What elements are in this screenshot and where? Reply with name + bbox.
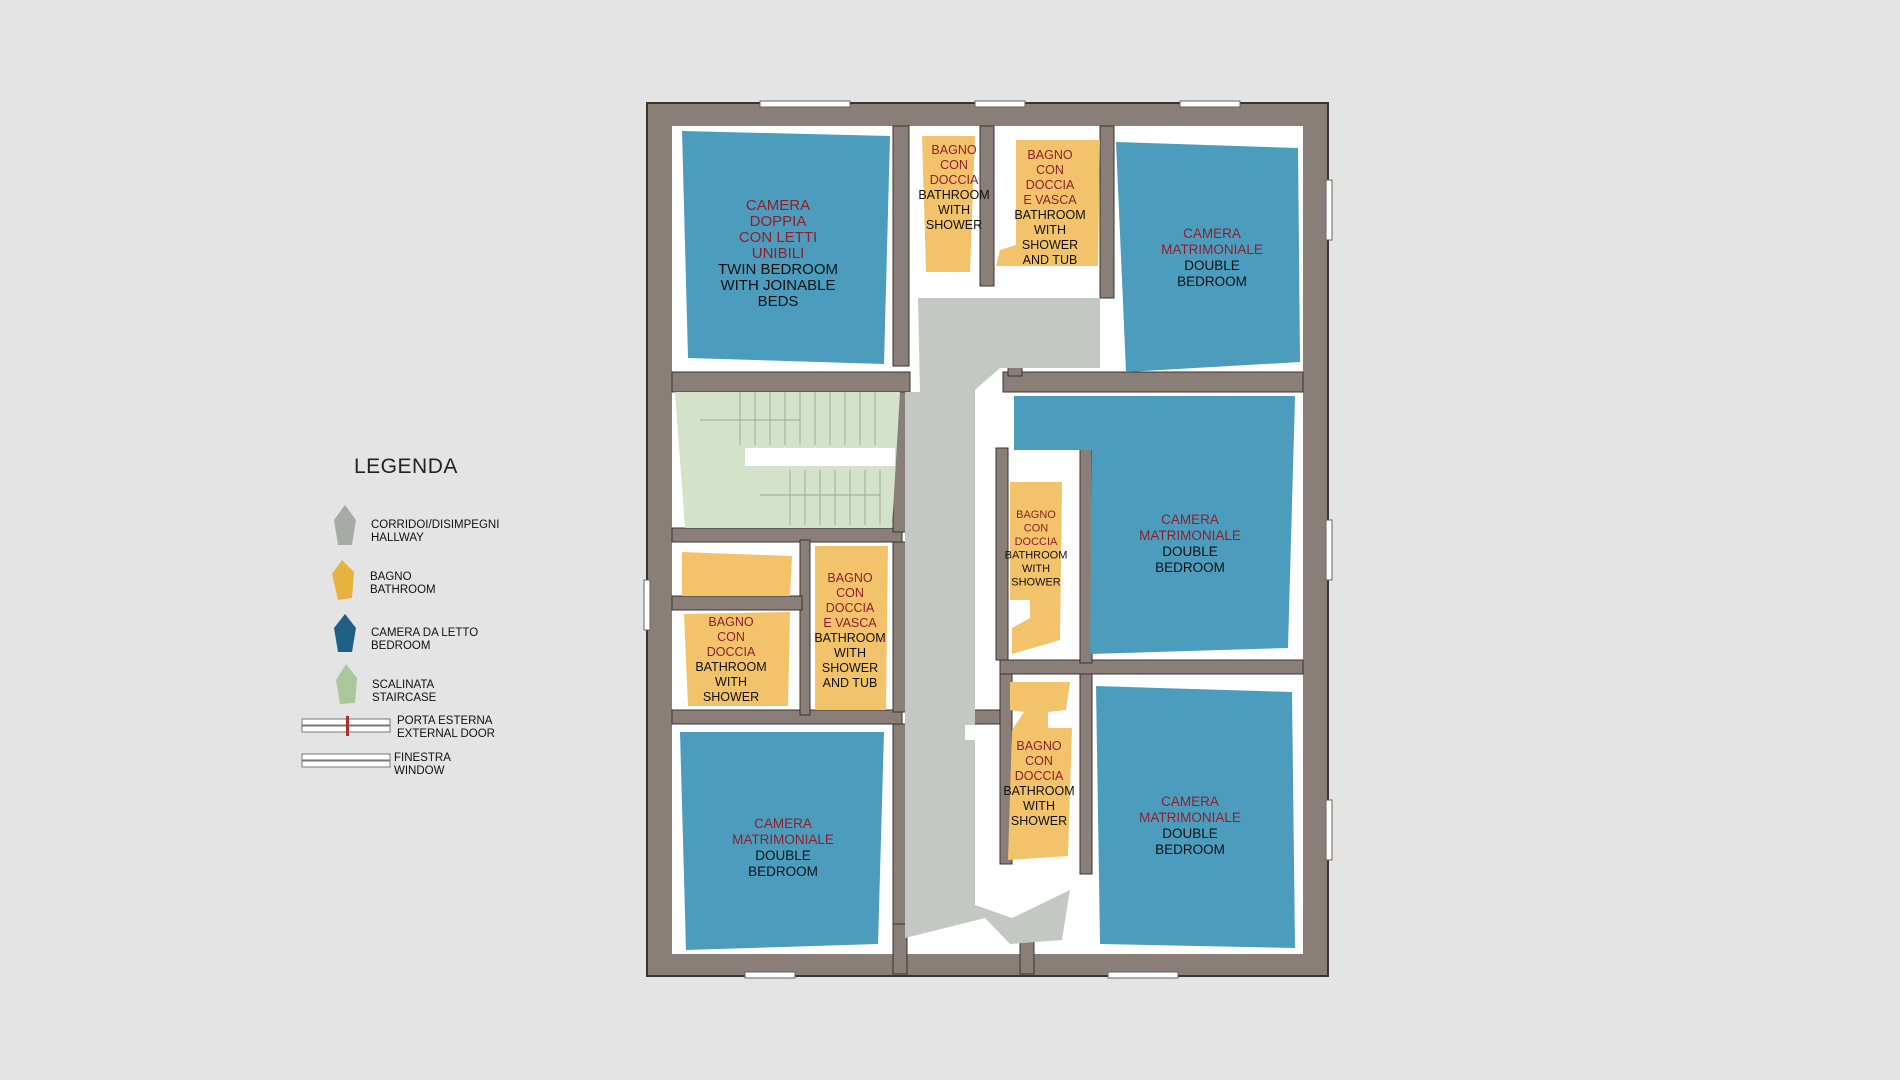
room-label-it: CON — [836, 586, 864, 600]
room-label-it: CAMERA — [754, 816, 812, 831]
room-label-en: DOUBLE — [1162, 544, 1218, 559]
room-label-it: MATRIMONIALE — [1139, 810, 1241, 825]
room-label-en: BEDROOM — [1155, 842, 1225, 857]
room-label-it: BAGNO — [708, 615, 753, 629]
room-label-en: DOUBLE — [1184, 258, 1240, 273]
room-label-it: DOCCIA — [1026, 178, 1075, 192]
room-label-it: CAMERA — [1161, 512, 1219, 527]
room-label-en: WITH — [1022, 563, 1050, 575]
room-label-it: BAGNO — [827, 571, 872, 585]
room-label-en: BATHROOM — [1003, 784, 1074, 798]
room-label-en: SHOWER — [1022, 238, 1078, 252]
windows — [643, 100, 1333, 979]
room-label-it: MATRIMONIALE — [732, 832, 834, 847]
room-label-en: AND TUB — [1023, 253, 1078, 267]
room-label-it: UNIBILI — [752, 245, 805, 262]
room-label-it: BAGNO — [1027, 148, 1072, 162]
room-label-en: AND TUB — [823, 676, 878, 690]
room-label-en: BEDROOM — [748, 864, 818, 879]
room-label-en: BEDROOM — [1177, 274, 1247, 289]
room-label-it: CON — [940, 158, 968, 172]
room-label-en: WITH — [1034, 223, 1066, 237]
room-bath-left-top — [682, 552, 792, 596]
room-label-it: CON — [1025, 754, 1053, 768]
room-label-en: WITH — [715, 675, 747, 689]
room-label-it: BAGNO — [1016, 739, 1061, 753]
room-label-en: BATHROOM — [1005, 550, 1068, 562]
room-label-it: BAGNO — [931, 143, 976, 157]
room-label-en: SHOWER — [703, 690, 759, 704]
room-label-it: CAMERA — [746, 197, 810, 214]
room-label-it: DOCCIA — [1015, 769, 1064, 783]
room-label-it: CON — [1024, 523, 1049, 535]
room-label-it: DOCCIA — [930, 173, 979, 187]
room-label-it: CAMERA — [1161, 794, 1219, 809]
room-label-en: SHOWER — [1011, 577, 1061, 589]
room-label-en: DOUBLE — [1162, 826, 1218, 841]
room-label-en: WITH JOINABLE — [720, 277, 835, 294]
room-double-bedroom-mid-right — [1014, 396, 1295, 654]
room-label-en: BATHROOM — [814, 631, 885, 645]
interior-walls — [671, 125, 1304, 975]
room-bath-left-shower — [684, 612, 790, 706]
room-label-en: WITH — [834, 646, 866, 660]
room-label-it: DOCCIA — [1015, 536, 1058, 548]
room-label-it: CON LETTI — [739, 229, 817, 246]
room-label-en: SHOWER — [1011, 814, 1067, 828]
room-label-en: BATHROOM — [695, 660, 766, 674]
room-bath-mid-right — [1010, 482, 1062, 654]
room-label-it: CAMERA — [1183, 226, 1241, 241]
room-bath-bottom-right — [1008, 682, 1072, 860]
room-label-en: WITH — [1023, 799, 1055, 813]
room-label-it: DOPPIA — [750, 213, 807, 230]
room-label-en: SHOWER — [926, 218, 982, 232]
room-double-bedroom-bottom-left — [680, 732, 884, 950]
room-bath-left-tub — [815, 546, 888, 710]
room-label-it: CON — [717, 630, 745, 644]
room-bath-top-1 — [922, 136, 975, 272]
room-double-bedroom-bottom-right — [1096, 686, 1295, 948]
room-label-it: DOCCIA — [707, 645, 756, 659]
room-label-it: DOCCIA — [826, 601, 875, 615]
room-label-en: TWIN BEDROOM — [718, 261, 838, 278]
room-label-it: E VASCA — [823, 616, 877, 630]
room-label-it: BAGNO — [1016, 509, 1056, 521]
room-label-en: BEDS — [758, 293, 799, 310]
room-twin-bedroom — [682, 131, 890, 364]
room-bath-top-2 — [996, 140, 1100, 266]
room-label-it: E VASCA — [1023, 193, 1077, 207]
room-label-en: DOUBLE — [755, 848, 811, 863]
room-label-it: CON — [1036, 163, 1064, 177]
room-label-it: MATRIMONIALE — [1161, 242, 1263, 257]
room-label-en: BEDROOM — [1155, 560, 1225, 575]
room-label-en: WITH — [938, 203, 970, 217]
room-label-en: BATHROOM — [1014, 208, 1085, 222]
room-label-en: BATHROOM — [918, 188, 989, 202]
room-label-it: MATRIMONIALE — [1139, 528, 1241, 543]
hallway — [905, 298, 1100, 944]
staircase — [675, 392, 900, 528]
room-label-en: SHOWER — [822, 661, 878, 675]
room-double-bedroom-top-right — [1116, 142, 1300, 372]
